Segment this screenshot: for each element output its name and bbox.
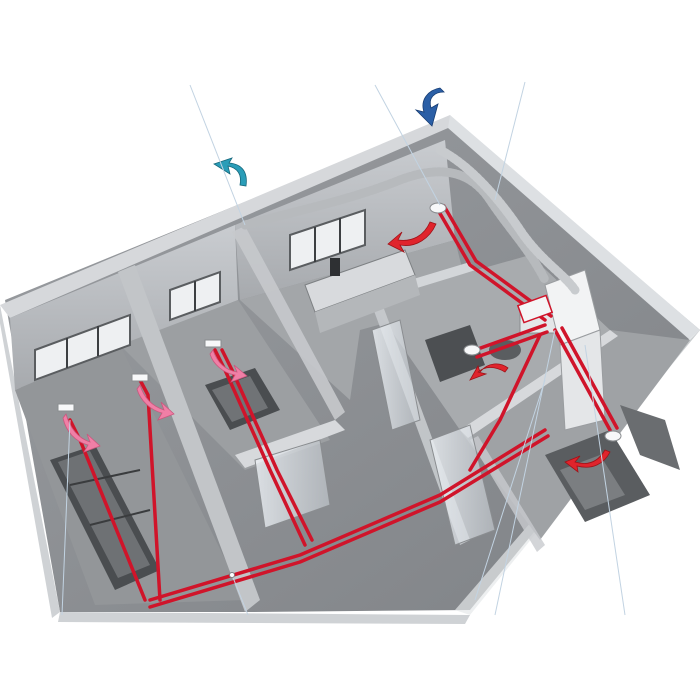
- airflow-arrows: [62, 87, 611, 473]
- leader-line-living: [61, 419, 71, 616]
- duct-riser-kitchen: [436, 208, 547, 322]
- leader-line-utility: [584, 344, 626, 616]
- glass-door-bathroom: [371, 319, 421, 431]
- duct-to-bathroom-2: [475, 330, 549, 359]
- extract-arrow-bathroom: [469, 363, 509, 381]
- duct-riser-kitchen-2: [442, 204, 553, 318]
- kitchen-counter: [304, 249, 420, 333]
- floor-utility: [460, 330, 690, 540]
- window-living-room: [34, 313, 131, 382]
- duct-to-utility: [553, 328, 612, 432]
- duct-to-bathroom: [473, 323, 547, 352]
- partition-living-middle: [118, 265, 260, 612]
- leader-line-flex: [494, 81, 526, 201]
- valve-kitchen: [429, 202, 447, 214]
- extract-arrow-kitchen: [387, 221, 437, 253]
- leader-line-bath: [474, 379, 546, 601]
- outdoor-air-intake-arrow: [414, 87, 445, 127]
- extract-arrow-utility: [564, 449, 611, 473]
- outer-wall-right: [448, 115, 700, 340]
- armchair-middle-room: [205, 368, 280, 430]
- supply-arrow-middle-room: [136, 384, 175, 421]
- outer-wall-back: [0, 115, 455, 318]
- leader-line-distribution: [494, 329, 556, 616]
- distribution-box: [516, 294, 554, 324]
- furniture: [50, 249, 680, 590]
- duct-to-middle-room: [213, 348, 307, 547]
- terminal-valves: [57, 202, 622, 442]
- valve-middle-room: [204, 339, 222, 348]
- exhaust-air-outlet-arrow: [213, 157, 247, 187]
- valve-utility: [604, 430, 622, 442]
- leader-lines: [61, 81, 626, 616]
- windows: [34, 208, 366, 382]
- duct-to-living-room: [138, 378, 162, 602]
- window-kitchen: [289, 208, 366, 272]
- valve-living-room: [57, 403, 75, 412]
- supply-arrow-living-room: [62, 413, 101, 453]
- duct-down-bath: [468, 333, 542, 472]
- leader-line-exhaust: [189, 84, 246, 226]
- valve-bathroom: [463, 344, 481, 356]
- supply-arrow-small-room: [209, 349, 248, 383]
- exhaust-flex-duct: [435, 145, 580, 295]
- outer-wall-front: [58, 612, 470, 624]
- partition-middle-kitchen: [232, 226, 345, 420]
- sofa: [50, 445, 160, 590]
- duct-main-front-2: [148, 434, 550, 609]
- duct-to-middle-room-2: [220, 348, 314, 542]
- glass-door-utility: [429, 424, 496, 546]
- flexible-ducts: [240, 145, 580, 295]
- leader-line-main-duct: [231, 574, 249, 616]
- window-middle-room: [169, 270, 221, 322]
- duct-main-front: [148, 428, 547, 602]
- leader-node-main-duct: [229, 572, 235, 578]
- intake-flex-duct: [240, 167, 550, 285]
- valve-living-room-2: [131, 373, 149, 382]
- leader-line-intake: [374, 84, 441, 206]
